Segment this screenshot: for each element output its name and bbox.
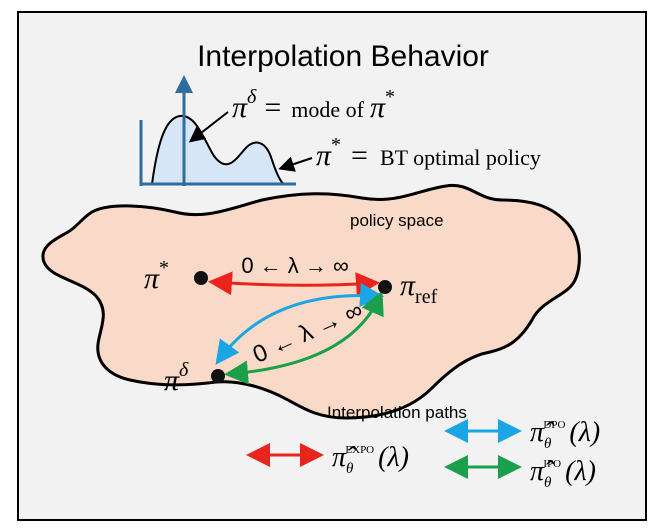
title: Interpolation Behavior (197, 40, 489, 73)
pi-star-node (194, 271, 208, 285)
mode-pointer (188, 111, 229, 143)
legend-heading: Interpolation paths (327, 403, 467, 422)
legend-expo-label: π̂θEXPO(λ) (332, 442, 409, 477)
pi-delta-node (211, 369, 225, 383)
pi-ref-label: πref (400, 269, 438, 308)
legend: Interpolation paths π̂θDPO(λ) π̂θEXPO(λ)… (246, 403, 600, 491)
pi-star-label: π* (144, 257, 169, 295)
top-lambda-label: 0 ← λ → ∞ (241, 253, 348, 278)
curve-pointer (278, 156, 313, 172)
pi-ref-node (378, 280, 392, 294)
inset-pi-star-label: π*=BT optimal policy (316, 134, 541, 172)
pi-delta-label: πδ (164, 359, 189, 397)
policy-space-label: policy space (350, 211, 444, 230)
legend-ipo-label: π̂θIPO(λ) (530, 456, 596, 491)
ipo-arrow (224, 290, 384, 385)
